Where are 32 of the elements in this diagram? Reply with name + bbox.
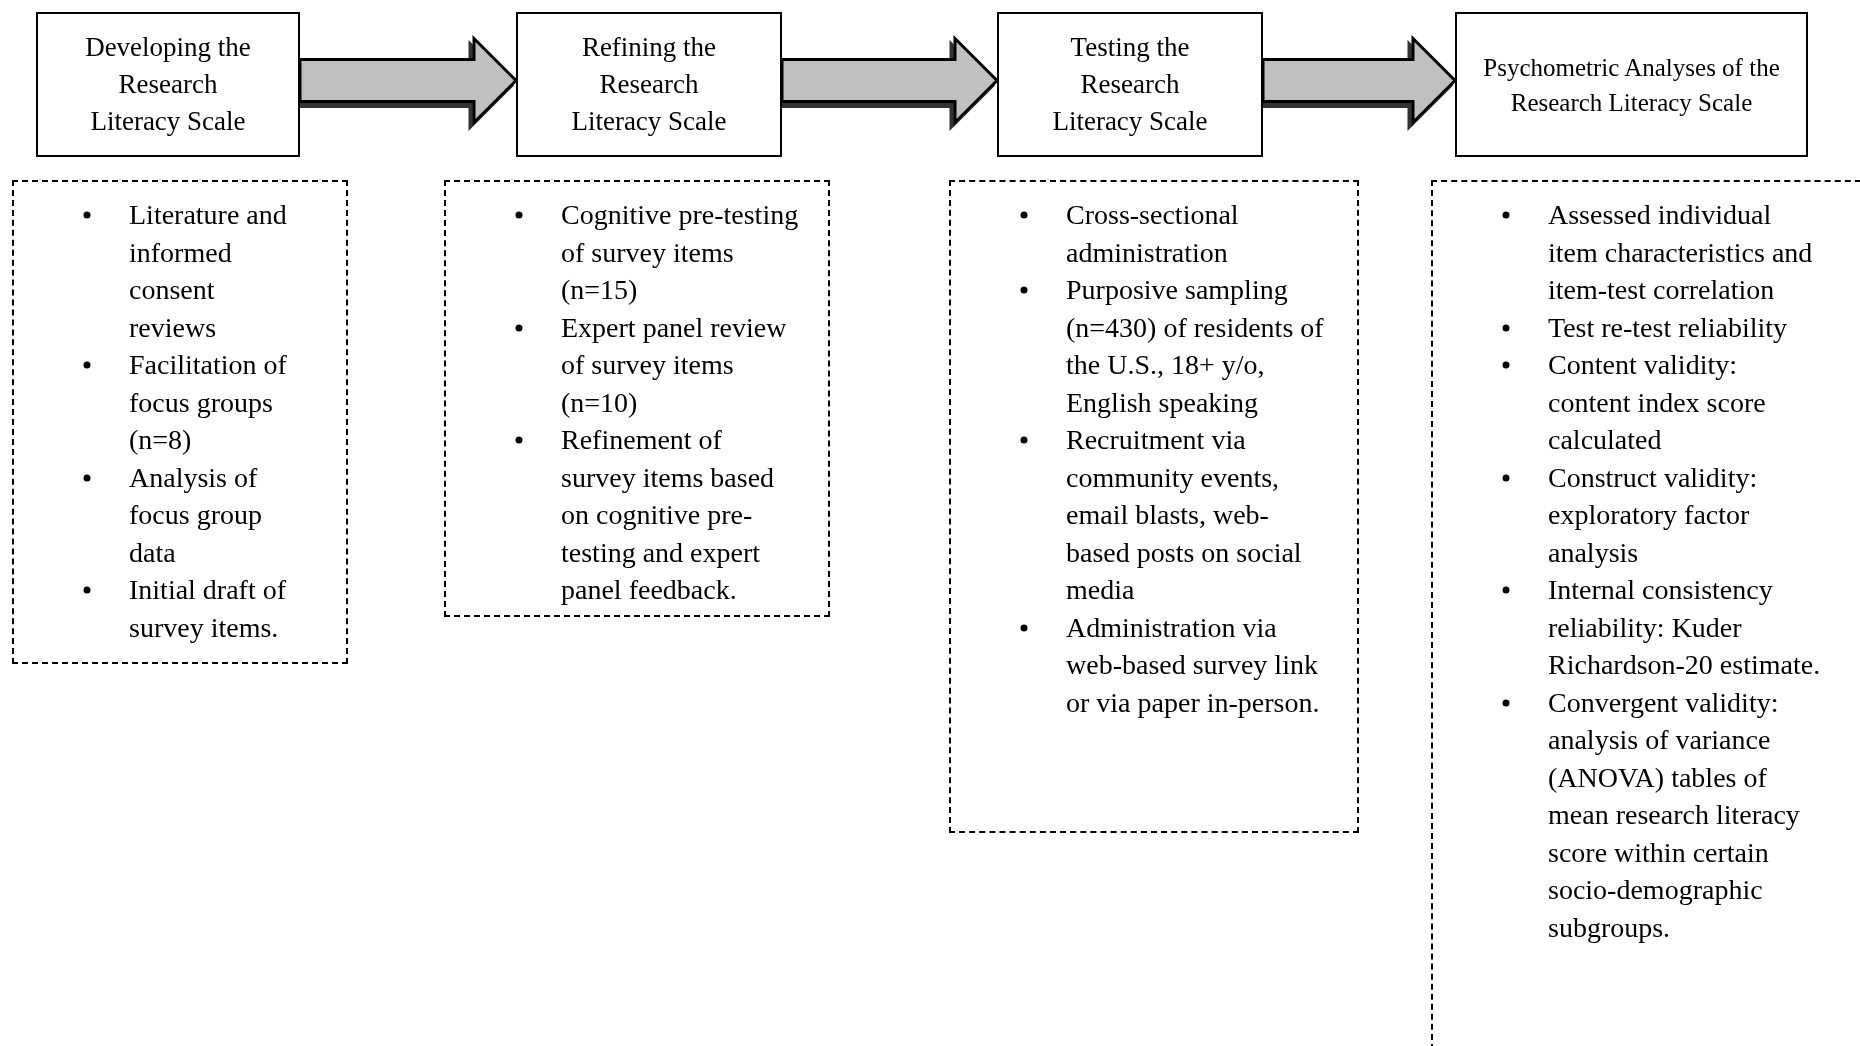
dashed-box: [12, 180, 348, 664]
bullet-item: Test re-test reliability: [1548, 311, 1788, 343]
dashed-box: [444, 180, 830, 617]
bullet-item: Refinement of survey items based on cognitive pre-testing and expert panel feedback.: [561, 424, 775, 605]
bullet-item: Analysis of focus group data: [129, 461, 262, 568]
block-arrow: [1261, 34, 1458, 127]
bullet-item: Internal consistency reliability: Kuder Richardson-20 estimate.: [1548, 574, 1821, 680]
stage-box: [516, 12, 782, 157]
bullet-item: Assessed individual item characteristics and item-test correlation: [1548, 199, 1813, 305]
bullet-item: Construct validity: exploratory factor analysis: [1548, 461, 1758, 568]
bullet-item: Administration via web-based survey link or via paper in-person.: [1066, 611, 1320, 718]
stage-box: [36, 12, 300, 157]
dashed-box: [1431, 180, 1860, 1046]
stage-box: [1455, 12, 1808, 157]
bullet-item: Convergent validity: analysis of variance (ANOVA) tables of mean research literacy score within certain socio-demographic subgroups.: [1548, 686, 1800, 943]
block-arrow: [780, 34, 1000, 127]
bullet-item: Cognitive pre-testing of survey items (n=15): [561, 199, 799, 305]
bullet-item: Facilitation of focus groups (n=8): [129, 349, 287, 455]
bullet-item: Cross-sectional administration: [1066, 199, 1239, 268]
stage-title: Testing the Research Literacy Scale: [1051, 31, 1209, 138]
block-arrow: [298, 34, 519, 127]
bullet-item: Literature and informed consent reviews: [129, 199, 287, 343]
bullet-item: Recruitment via community events, email blasts, web-based posts on social media: [1066, 424, 1302, 605]
stage-title: Developing the Research Literacy Scale: [84, 31, 252, 138]
stage-title: Psychometric Analyses of the Research Literacy Scale: [1482, 52, 1781, 118]
bullet-item: Initial draft of survey items.: [129, 574, 287, 643]
bullet-item: Purposive sampling (n=430) of residents of the U.S., 18+ y/o, English speaking: [1066, 274, 1324, 418]
stage-title: Refining the Research Literacy Scale: [570, 31, 728, 138]
bullet-item: Expert panel review of survey items (n=10): [561, 311, 787, 418]
bullet-item: Content validity: content index score calculated: [1548, 349, 1766, 455]
dashed-box: [949, 180, 1359, 833]
stage-box: [997, 12, 1263, 157]
